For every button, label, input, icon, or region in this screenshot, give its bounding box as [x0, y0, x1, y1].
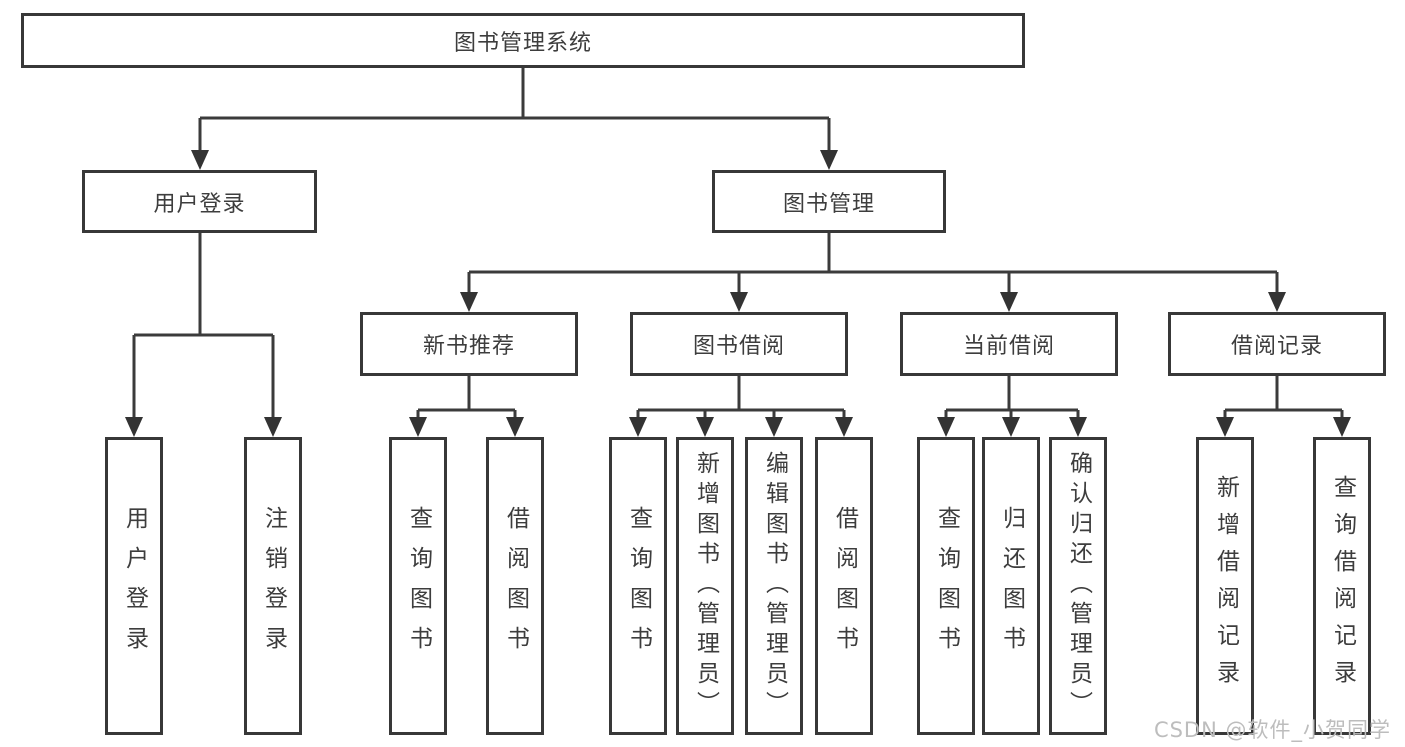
node-current-borrow: 当前借阅	[900, 312, 1118, 376]
node-new-book-recommend-label: 新书推荐	[422, 334, 515, 359]
leaf-query-books-1-label: 查询图书	[405, 506, 432, 666]
leaf-confirm-return-admin: 确认归还（管理员）	[1049, 437, 1107, 735]
node-book-borrow-label: 图书借阅	[692, 334, 785, 359]
leaf-edit-books-admin-label: 编辑图书（管理员）	[761, 451, 788, 721]
leaf-user-login: 用户登录	[105, 437, 163, 735]
node-user-login-label: 用户登录	[153, 191, 246, 217]
leaf-borrow-books-2: 借阅图书	[815, 437, 873, 735]
leaf-logout-label: 注销登录	[260, 506, 287, 666]
leaf-query-books-1: 查询图书	[389, 437, 447, 735]
leaf-query-borrow-record-label: 查询借阅记录	[1329, 475, 1356, 697]
leaf-add-borrow-record-label: 新增借阅记录	[1212, 475, 1239, 697]
node-root-label: 图书管理系统	[453, 30, 592, 56]
node-book-management-label: 图书管理	[782, 191, 875, 217]
leaf-borrow-books-1: 借阅图书	[486, 437, 544, 735]
leaf-query-books-3-label: 查询图书	[933, 506, 960, 666]
leaf-query-borrow-record: 查询借阅记录	[1313, 437, 1371, 735]
node-new-book-recommend: 新书推荐	[360, 312, 578, 376]
leaf-user-login-label: 用户登录	[121, 506, 148, 666]
leaf-add-books-admin: 新增图书（管理员）	[676, 437, 734, 735]
leaf-return-books-label: 归还图书	[998, 506, 1025, 666]
leaf-confirm-return-admin-label: 确认归还（管理员）	[1065, 451, 1092, 721]
leaf-add-books-admin-label: 新增图书（管理员）	[692, 451, 719, 721]
node-user-login: 用户登录	[82, 170, 317, 233]
leaf-return-books: 归还图书	[982, 437, 1040, 735]
node-borrow-records: 借阅记录	[1168, 312, 1386, 376]
leaf-borrow-books-1-label: 借阅图书	[502, 506, 529, 666]
watermark: CSDN @软件_小贺同学	[1153, 718, 1391, 742]
leaf-query-books-2: 查询图书	[609, 437, 667, 735]
leaf-borrow-books-2-label: 借阅图书	[831, 506, 858, 666]
node-book-management: 图书管理	[712, 170, 946, 233]
leaf-add-borrow-record: 新增借阅记录	[1196, 437, 1254, 735]
node-current-borrow-label: 当前借阅	[962, 334, 1055, 359]
leaf-edit-books-admin: 编辑图书（管理员）	[745, 437, 803, 735]
leaf-query-books-2-label: 查询图书	[625, 506, 652, 666]
node-root: 图书管理系统	[21, 13, 1025, 68]
node-borrow-records-label: 借阅记录	[1230, 334, 1323, 359]
leaf-logout: 注销登录	[244, 437, 302, 735]
leaf-query-books-3: 查询图书	[917, 437, 975, 735]
node-book-borrow: 图书借阅	[630, 312, 848, 376]
